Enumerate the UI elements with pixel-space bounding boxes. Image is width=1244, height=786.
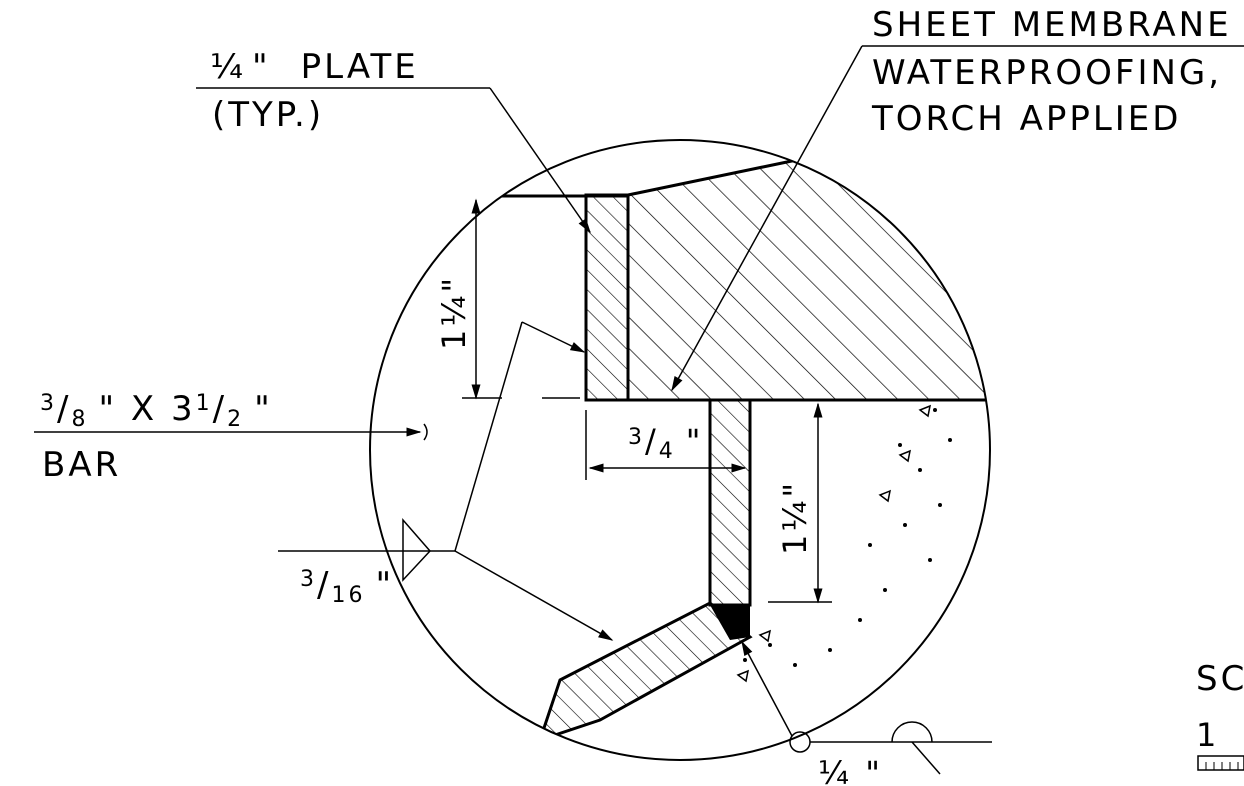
angled-bar bbox=[537, 601, 753, 743]
leader-bar bbox=[34, 423, 428, 441]
scale-bar bbox=[1197, 755, 1244, 771]
plate-typ-label: (TYP.) bbox=[212, 95, 324, 135]
plate-upper bbox=[584, 193, 630, 402]
plate-lower bbox=[708, 398, 752, 607]
detail-circle bbox=[369, 139, 991, 761]
weld-fill bbox=[710, 605, 750, 640]
hatched-block bbox=[626, 140, 990, 402]
weld-size-label: 3/16" bbox=[300, 565, 394, 608]
scale-partial-label: SC bbox=[1196, 659, 1244, 699]
leader-membrane bbox=[671, 45, 1244, 392]
svg-text:3/4": 3/4" bbox=[628, 422, 704, 464]
bar-size-label: 3/8" X 31/2" bbox=[40, 389, 273, 432]
dim-vertical-right: 1¼" bbox=[768, 402, 832, 604]
membrane-line-1: SHEET MEMBRANE bbox=[872, 5, 1232, 45]
dim-vertical-left-text: 1¼" bbox=[435, 275, 473, 350]
dim-horizontal-unit: " bbox=[686, 422, 704, 460]
weld-symbol-left bbox=[278, 321, 614, 641]
bar-word-label: BAR bbox=[42, 445, 121, 485]
concrete-speckle bbox=[736, 404, 952, 683]
weld-bottom-label: ¼ " bbox=[818, 754, 883, 786]
dim-horizontal-den: 4 bbox=[659, 439, 676, 464]
dim-vertical-right-text: 1¼" bbox=[776, 480, 814, 555]
membrane-line-2: WATERPROOFING, bbox=[872, 53, 1222, 93]
membrane-line-3: TORCH APPLIED bbox=[871, 99, 1181, 139]
leader-plate bbox=[196, 87, 591, 234]
plate-label: ¼"PLATE bbox=[210, 47, 419, 87]
dim-vertical-left: 1¼" bbox=[435, 198, 580, 400]
scale-one-label: 1 bbox=[1196, 716, 1219, 754]
dim-horizontal-num: 3 bbox=[628, 425, 645, 450]
dim-horizontal: 3/4" bbox=[585, 410, 747, 480]
weld-symbol-bottom bbox=[741, 640, 992, 775]
